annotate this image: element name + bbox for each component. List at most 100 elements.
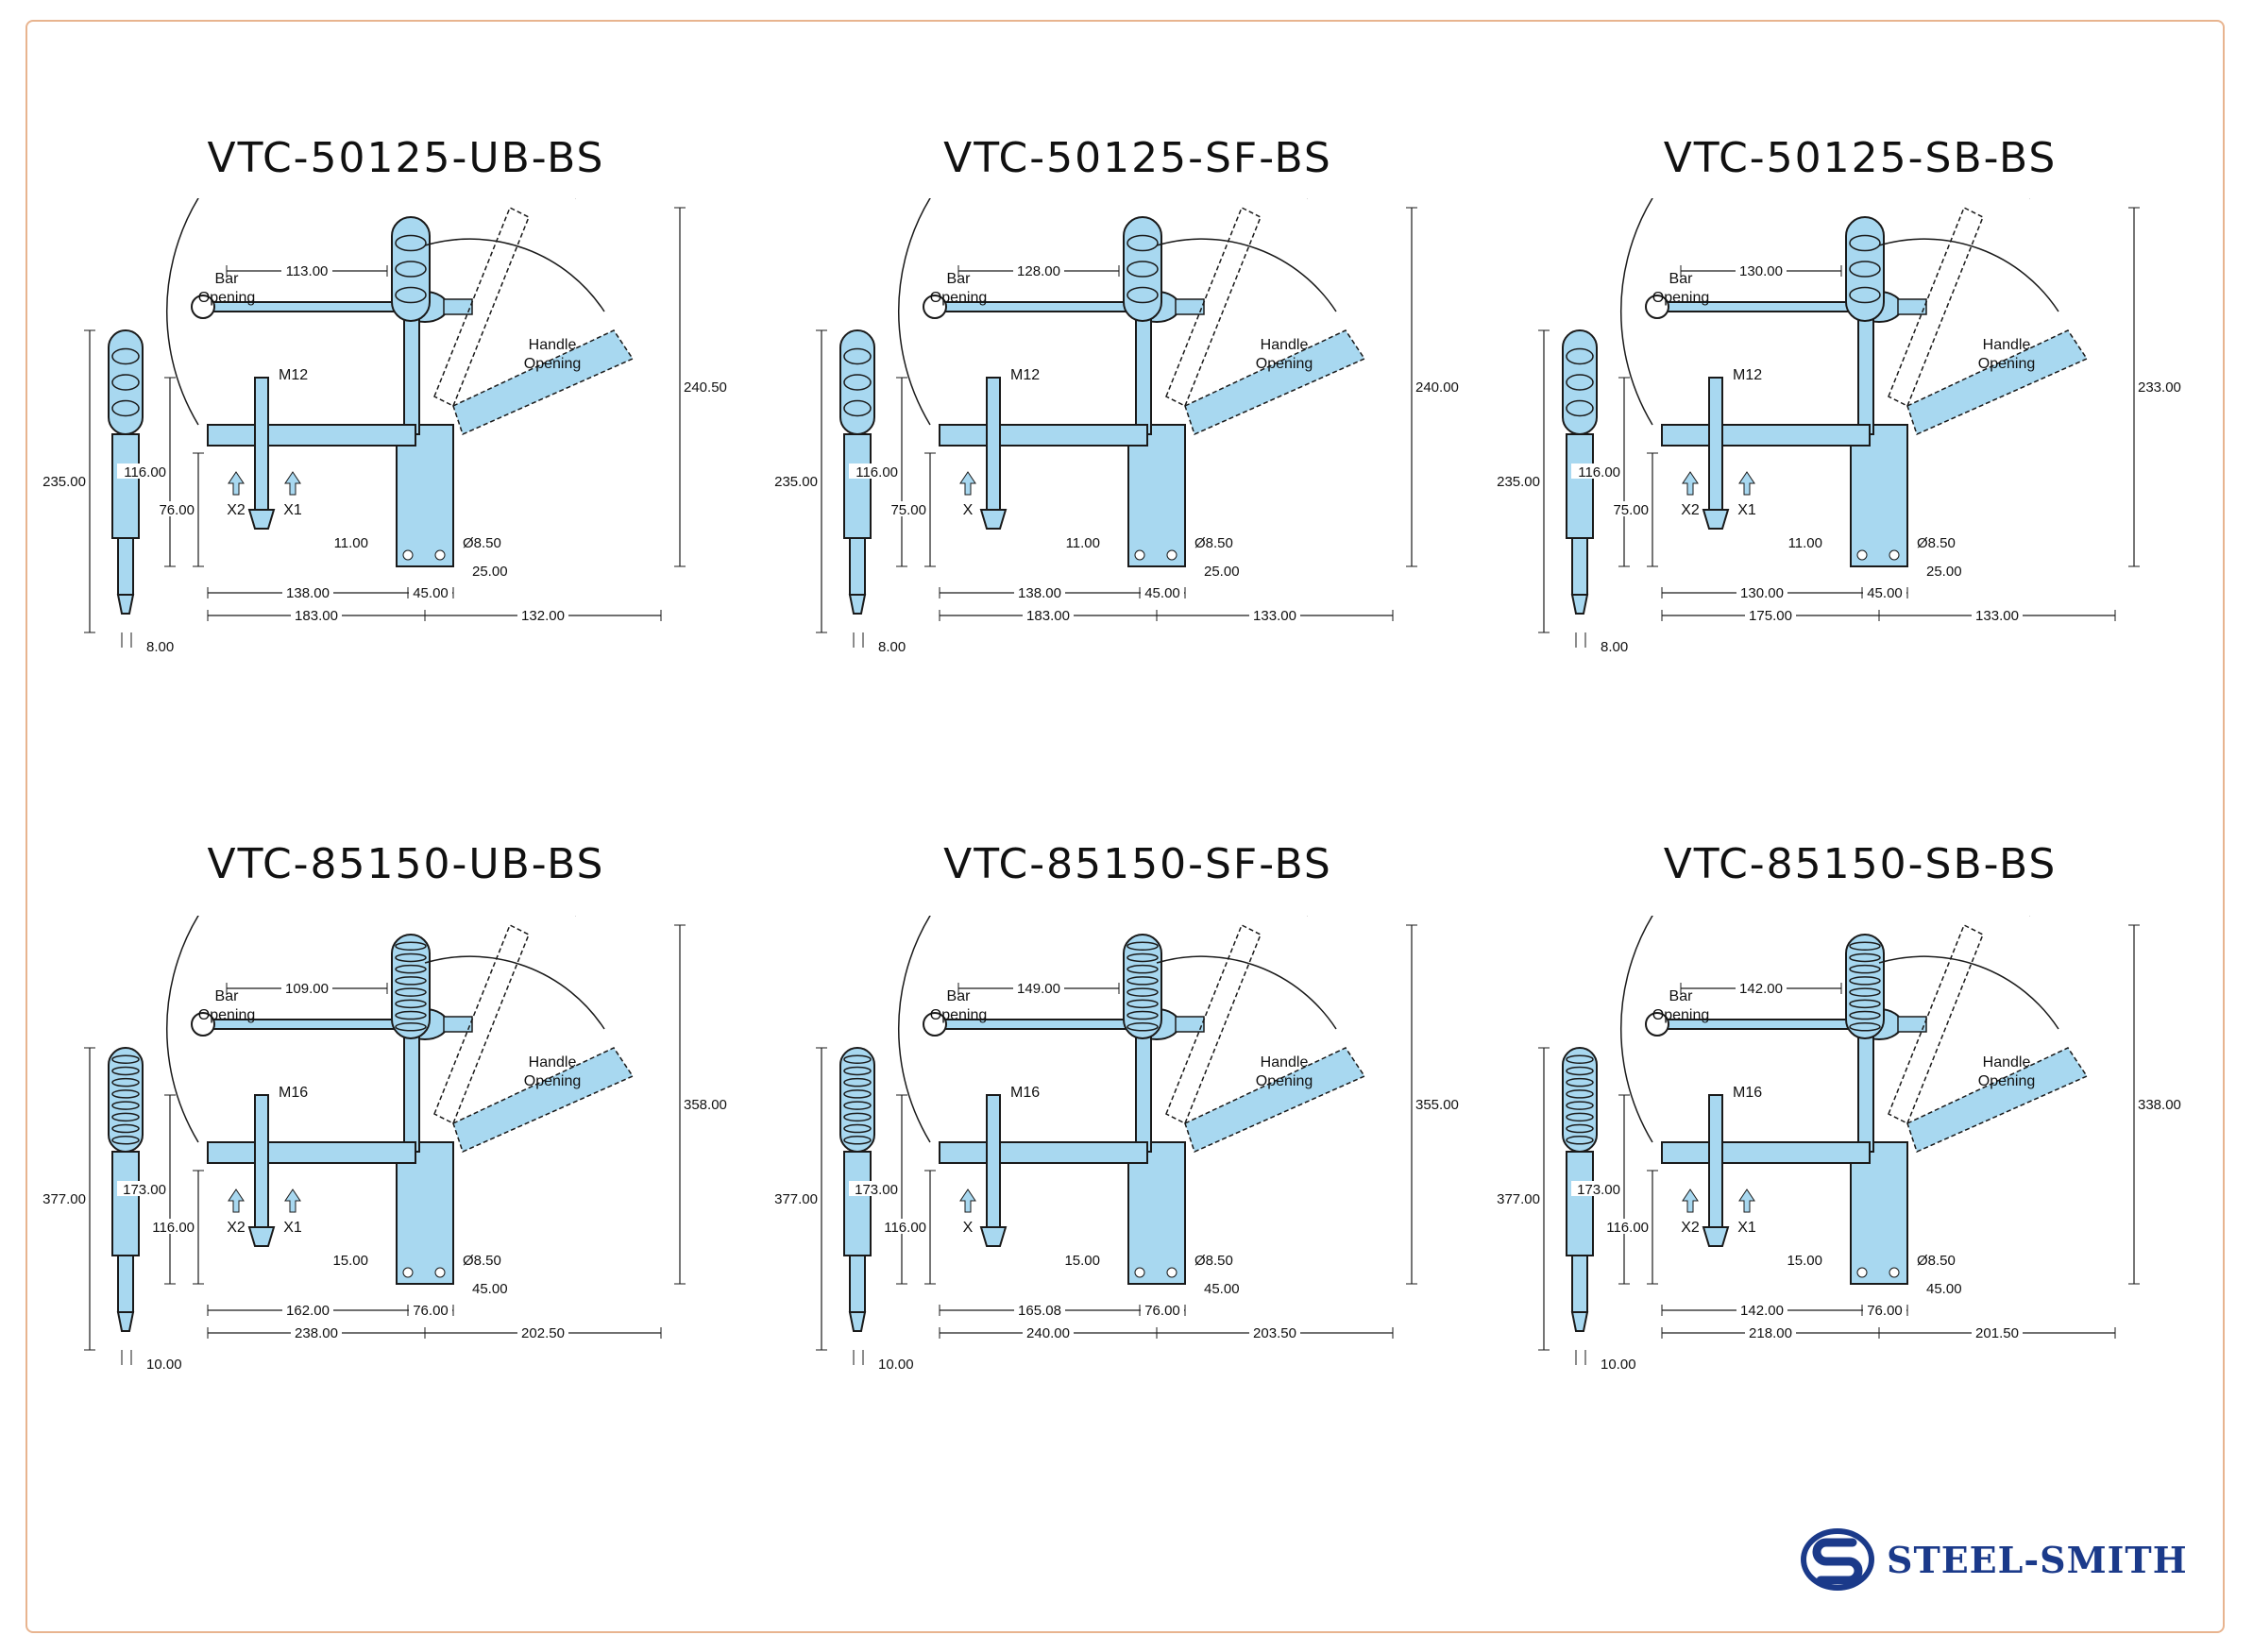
clamp-force-arrow-icon xyxy=(959,1188,976,1213)
spindle-icon xyxy=(1645,295,1669,319)
grip-ridge xyxy=(1126,952,1159,963)
hole-label: Ø8.50 xyxy=(1917,535,1956,551)
grip-ridge xyxy=(395,964,427,974)
label-bg xyxy=(282,1302,333,1317)
side-tip xyxy=(1570,1311,1589,1332)
handle-shaft xyxy=(403,311,420,435)
dimension-label: 113.00 xyxy=(286,263,329,279)
label-bg xyxy=(770,1190,820,1205)
dimension-label: 11.00 xyxy=(1788,535,1822,551)
bar-opening-label: Opening xyxy=(930,290,988,306)
dimension-label: 11.00 xyxy=(1066,535,1100,551)
logo-mark-icon xyxy=(1801,1528,1874,1591)
dimension-label: 142.00 xyxy=(1739,981,1783,997)
handle-opening-label: Handle xyxy=(1983,1054,2031,1070)
grip-ridge xyxy=(1566,1066,1594,1076)
hole-label: Ø8.50 xyxy=(1194,535,1233,551)
side-view: 235.008.00 xyxy=(38,329,174,655)
thread-label: M12 xyxy=(1733,367,1762,383)
grip-ridge xyxy=(395,999,427,1009)
open-handle xyxy=(452,1047,635,1154)
mount-hole-icon xyxy=(1134,1267,1145,1278)
spindle xyxy=(1708,1094,1723,1228)
side-spindle xyxy=(1571,1255,1588,1313)
side-spindle xyxy=(117,537,134,596)
clamp-base xyxy=(1127,424,1186,567)
handle-grip xyxy=(1845,216,1885,322)
grip-ridge xyxy=(1849,234,1881,252)
dimension-label: 15.00 xyxy=(1064,1253,1100,1269)
bar-opening-label: Bar xyxy=(1669,271,1694,287)
dimension-label: 235.00 xyxy=(1497,474,1540,490)
dimension-label: 15.00 xyxy=(332,1253,368,1269)
dimension-label: 202.50 xyxy=(521,1325,565,1341)
force-label: X1 xyxy=(283,502,302,518)
open-handle xyxy=(1906,329,2089,436)
thread-label: M16 xyxy=(279,1085,308,1101)
dimension-label: 25.00 xyxy=(1926,564,1962,580)
label-bg xyxy=(1141,1302,1184,1317)
dimension-label: 138.00 xyxy=(286,585,330,601)
label-bg xyxy=(117,1181,168,1196)
grip-ridge xyxy=(111,1101,140,1110)
handle-shaft xyxy=(1857,1028,1874,1153)
mount-hole-icon xyxy=(1889,549,1900,561)
dimension-label: 218.00 xyxy=(1749,1325,1792,1341)
handle-opening-label: Handle xyxy=(529,1054,577,1070)
dimension-label: 76.00 xyxy=(1144,1303,1180,1319)
dimension-label: 240.00 xyxy=(1026,1325,1070,1341)
spindle xyxy=(986,377,1001,511)
force-label: X xyxy=(963,502,974,518)
label-bg xyxy=(1492,473,1542,488)
label-bg xyxy=(849,1181,900,1196)
side-body xyxy=(843,433,872,539)
open-handle-mid xyxy=(433,923,530,1125)
clamp-drawing: 142.00377.0010.00M16BarOpeningHandleOpen… xyxy=(1492,916,2187,1373)
force-label: X2 xyxy=(1681,502,1700,518)
side-tip xyxy=(116,594,135,615)
force-label: X2 xyxy=(227,1220,246,1236)
grip-ridge xyxy=(843,1101,872,1110)
side-tip xyxy=(116,1311,135,1332)
dimension-label: 116.00 xyxy=(1578,464,1620,480)
spindle xyxy=(254,1094,269,1228)
dimension-label: 45.00 xyxy=(413,585,449,601)
dimension-label: 240.50 xyxy=(684,379,727,396)
grip-ridge xyxy=(395,941,427,951)
spindle-icon xyxy=(1645,1012,1669,1037)
dimension-label: 45.00 xyxy=(1204,1281,1240,1297)
mount-hole-icon xyxy=(1166,549,1177,561)
label-bg xyxy=(1571,1181,1622,1196)
model-title: VTC-85150-SB-BS xyxy=(1663,840,2058,888)
grip-ridge xyxy=(1566,1089,1594,1099)
clamp-drawing: 113.00 235.008.00M12BarOpeningHandleOpeni… xyxy=(38,198,733,655)
grip-ridge xyxy=(1566,1077,1594,1087)
mount-hole-icon xyxy=(1134,549,1145,561)
label-bg xyxy=(770,473,820,488)
clamp-force-arrow-icon xyxy=(1682,1188,1699,1213)
dimension-label: 76.00 xyxy=(159,502,195,518)
open-handle-mid xyxy=(1165,206,1262,408)
handle-opening-arc xyxy=(1156,238,1337,312)
grip-ridge xyxy=(843,1077,872,1087)
dimension-label: 10.00 xyxy=(1601,1357,1636,1373)
bar-opening-label: Opening xyxy=(1652,1007,1710,1023)
top-pivot xyxy=(1897,298,1927,315)
grip-ridge xyxy=(111,347,140,365)
thread-label: M12 xyxy=(279,367,308,383)
clamp-drawing: 130.00235.008.00M12BarOpeningHandleOpeni… xyxy=(1492,198,2187,655)
dimension-label: 377.00 xyxy=(774,1191,818,1207)
mount-hole-icon xyxy=(434,549,446,561)
dimension-label: 75.00 xyxy=(1613,502,1649,518)
clamp-bar xyxy=(1661,1141,1871,1164)
grip-ridge xyxy=(1849,286,1881,304)
label-bg xyxy=(145,1219,196,1234)
model-title: VTC-50125-UB-BS xyxy=(207,134,605,182)
grip-ridge xyxy=(843,1089,872,1099)
dimension-label: 116.00 xyxy=(152,1220,195,1236)
clamp-force-arrow-icon xyxy=(1682,471,1699,496)
